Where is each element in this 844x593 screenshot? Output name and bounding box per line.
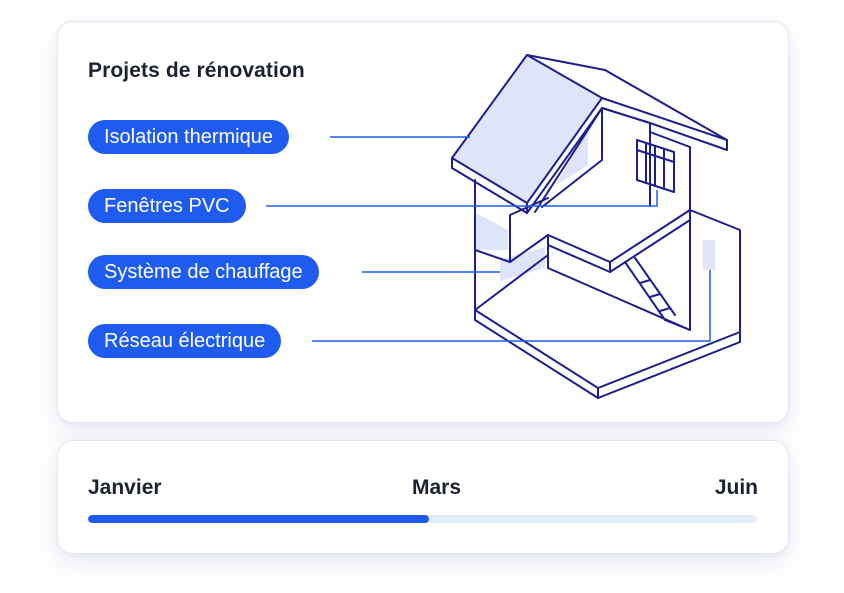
timeline-card: Janvier Mars Juin [57, 440, 789, 554]
timeline-progress-track [88, 515, 757, 523]
timeline-end-label: Juin [714, 476, 758, 499]
pill-fenetres-pvc[interactable]: Fenêtres PVC [88, 189, 246, 223]
timeline-start-label: Janvier [88, 476, 162, 499]
timeline-progress-fill [88, 515, 430, 523]
pill-reseau-electrique[interactable]: Réseau électrique [88, 324, 282, 358]
pill-systeme-chauffage[interactable]: Système de chauffage [88, 255, 319, 289]
timeline-middle-label: Mars [412, 476, 462, 499]
pill-isolation-thermique[interactable]: Isolation thermique [88, 120, 289, 154]
card-title: Projets de rénovation [88, 59, 305, 82]
